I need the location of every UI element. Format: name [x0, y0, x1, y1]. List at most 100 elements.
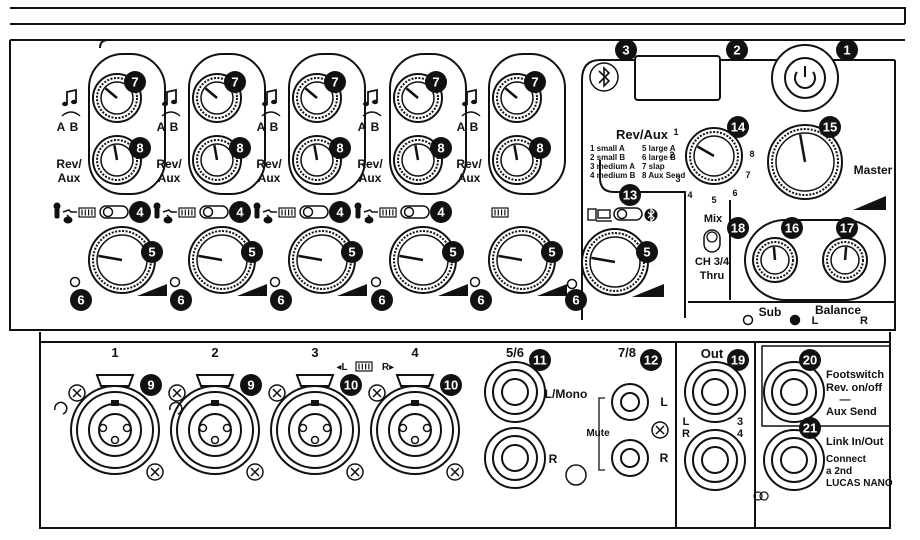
ch78-jack-l[interactable] — [611, 383, 649, 421]
effects-legend-left-3: 4 medium B — [590, 171, 636, 180]
gain-wedge-ch2 — [237, 284, 267, 296]
out-4-label: 4 — [737, 428, 744, 440]
callout-switch-ch2-number: 4 — [236, 205, 244, 220]
gain-knob-ch4[interactable] — [389, 226, 457, 294]
clip-led-ch2 — [169, 276, 181, 288]
callout-ch56-number: 11 — [533, 353, 547, 368]
out-jack-2[interactable] — [684, 429, 746, 491]
gain-wedge-ch1 — [137, 284, 167, 296]
source-switch[interactable] — [613, 207, 643, 221]
label-b-ch3: B — [270, 120, 279, 134]
thru-label-2: Thru — [700, 270, 724, 282]
effects-dial-number-2: 2 — [669, 150, 674, 160]
mic-guitar-icon-ch1 — [53, 202, 77, 224]
footswitch-jack[interactable] — [763, 361, 825, 423]
input-switch-ch2[interactable] — [199, 205, 229, 219]
gain-wedge-ch78 — [632, 284, 664, 297]
combo-input-1[interactable] — [70, 374, 160, 475]
callout-led-ch78: 6 — [565, 289, 587, 311]
footswitch-label: Footswitch — [826, 369, 884, 381]
gain-wedge-ch3 — [337, 284, 367, 296]
callout-led-ch4-dot — [371, 289, 393, 311]
callout-mix-thru: 18 — [727, 217, 749, 239]
tone-icon-ch1 — [61, 88, 81, 117]
callout-switch-ch1: 4 — [129, 201, 151, 223]
effects-selector-knob[interactable] — [685, 127, 743, 185]
callout-out-dot — [727, 349, 749, 371]
ch56-jack-r[interactable] — [484, 427, 546, 489]
link-icon — [753, 491, 769, 501]
combo-input-3[interactable] — [270, 374, 360, 475]
balance-knob[interactable] — [822, 237, 868, 283]
callout-rev-ch1-number: 8 — [136, 141, 143, 156]
screw-top-3 — [268, 384, 286, 402]
callout-gain-ch2-number: 5 — [248, 245, 255, 260]
callout-gain-ch1-number: 5 — [148, 245, 155, 260]
callout-rev-ch5: 8 — [529, 137, 551, 159]
callout-rev-ch1: 8 — [129, 137, 151, 159]
screw-bottom-2 — [246, 463, 264, 481]
callout-led-ch4: 6 — [371, 289, 393, 311]
input-switch-ch1[interactable] — [99, 205, 129, 219]
link-jack[interactable] — [763, 429, 825, 491]
callout-tone-ch3: 7 — [324, 71, 346, 93]
reverb-knob-ch5[interactable] — [492, 135, 542, 185]
callout-source-dot — [619, 184, 641, 206]
sub-knob[interactable] — [752, 237, 798, 283]
label-aux-ch5: Aux — [458, 171, 481, 185]
callout-effects-number: 14 — [731, 120, 746, 135]
power-button[interactable] — [771, 44, 839, 112]
label-a-ch3: A — [257, 120, 266, 134]
callout-combo-4-dot — [440, 374, 462, 396]
callout-gain-ch5-number: 5 — [548, 245, 555, 260]
master-knob[interactable] — [767, 124, 843, 200]
callout-switch-ch3: 4 — [329, 201, 351, 223]
connect-label-1: Connect — [826, 454, 867, 465]
eq-icon-ch1 — [78, 207, 96, 218]
callout-combo-4: 10 — [440, 374, 462, 396]
callout-balance-dot — [836, 217, 858, 239]
effects-dial-number-4: 4 — [687, 190, 692, 200]
callout-ch56-dot — [529, 349, 551, 371]
input-number-2: 2 — [211, 345, 218, 360]
callout-effects-dot — [727, 116, 749, 138]
input-switch-ch3[interactable] — [299, 205, 329, 219]
input-switch-ch4[interactable] — [400, 205, 430, 219]
callout-switch-ch1-number: 4 — [136, 205, 144, 220]
callout-footswitch: 20 — [799, 349, 821, 371]
out-jack-1[interactable] — [684, 361, 746, 423]
ch56-small-jack[interactable] — [565, 464, 587, 486]
effects-legend-left-1: 2 small B — [590, 153, 625, 162]
combo-input-4[interactable] — [370, 374, 460, 475]
callout-gain-ch2-dot — [241, 241, 263, 263]
effects-legend-left-2: 3 medium A — [590, 162, 635, 171]
mic-guitar-icon-ch2 — [153, 202, 177, 224]
label-aux-ch1: Aux — [58, 171, 81, 185]
combo-input-2[interactable] — [170, 374, 260, 475]
callout-led-ch2: 6 — [170, 289, 192, 311]
callout-ch78: 12 — [640, 349, 662, 371]
gain-knob-ch78[interactable] — [581, 228, 649, 296]
callout-led-ch1-number: 6 — [77, 293, 84, 308]
callout-rev-ch5-dot — [529, 137, 551, 159]
bluetooth-icon-small — [644, 207, 658, 223]
bluetooth-pairing-button[interactable] — [589, 62, 619, 92]
ch56-jack-l-mono[interactable] — [484, 361, 546, 423]
master-wedge — [853, 196, 886, 210]
gain-wedge-ch5 — [537, 284, 567, 296]
gain-knob-ch5[interactable] — [488, 226, 556, 294]
callout-master: 15 — [819, 116, 841, 138]
callout-gain-ch78-number: 5 — [643, 245, 650, 260]
clip-led-ch4 — [370, 276, 382, 288]
effects-dial-number-7: 7 — [745, 170, 750, 180]
screw-top-4 — [368, 384, 386, 402]
input-number-3: 3 — [311, 345, 318, 360]
callout-power-dot — [836, 39, 858, 61]
label-b-ch5: B — [470, 120, 479, 134]
ch78-jack-r[interactable] — [611, 439, 649, 477]
ch78-l-label: L — [660, 395, 667, 409]
callout-led-ch5: 6 — [470, 289, 492, 311]
callout-gain-ch2: 5 — [241, 241, 263, 263]
tone-icon-ch3 — [261, 88, 281, 117]
callout-tone-ch1: 7 — [124, 71, 146, 93]
